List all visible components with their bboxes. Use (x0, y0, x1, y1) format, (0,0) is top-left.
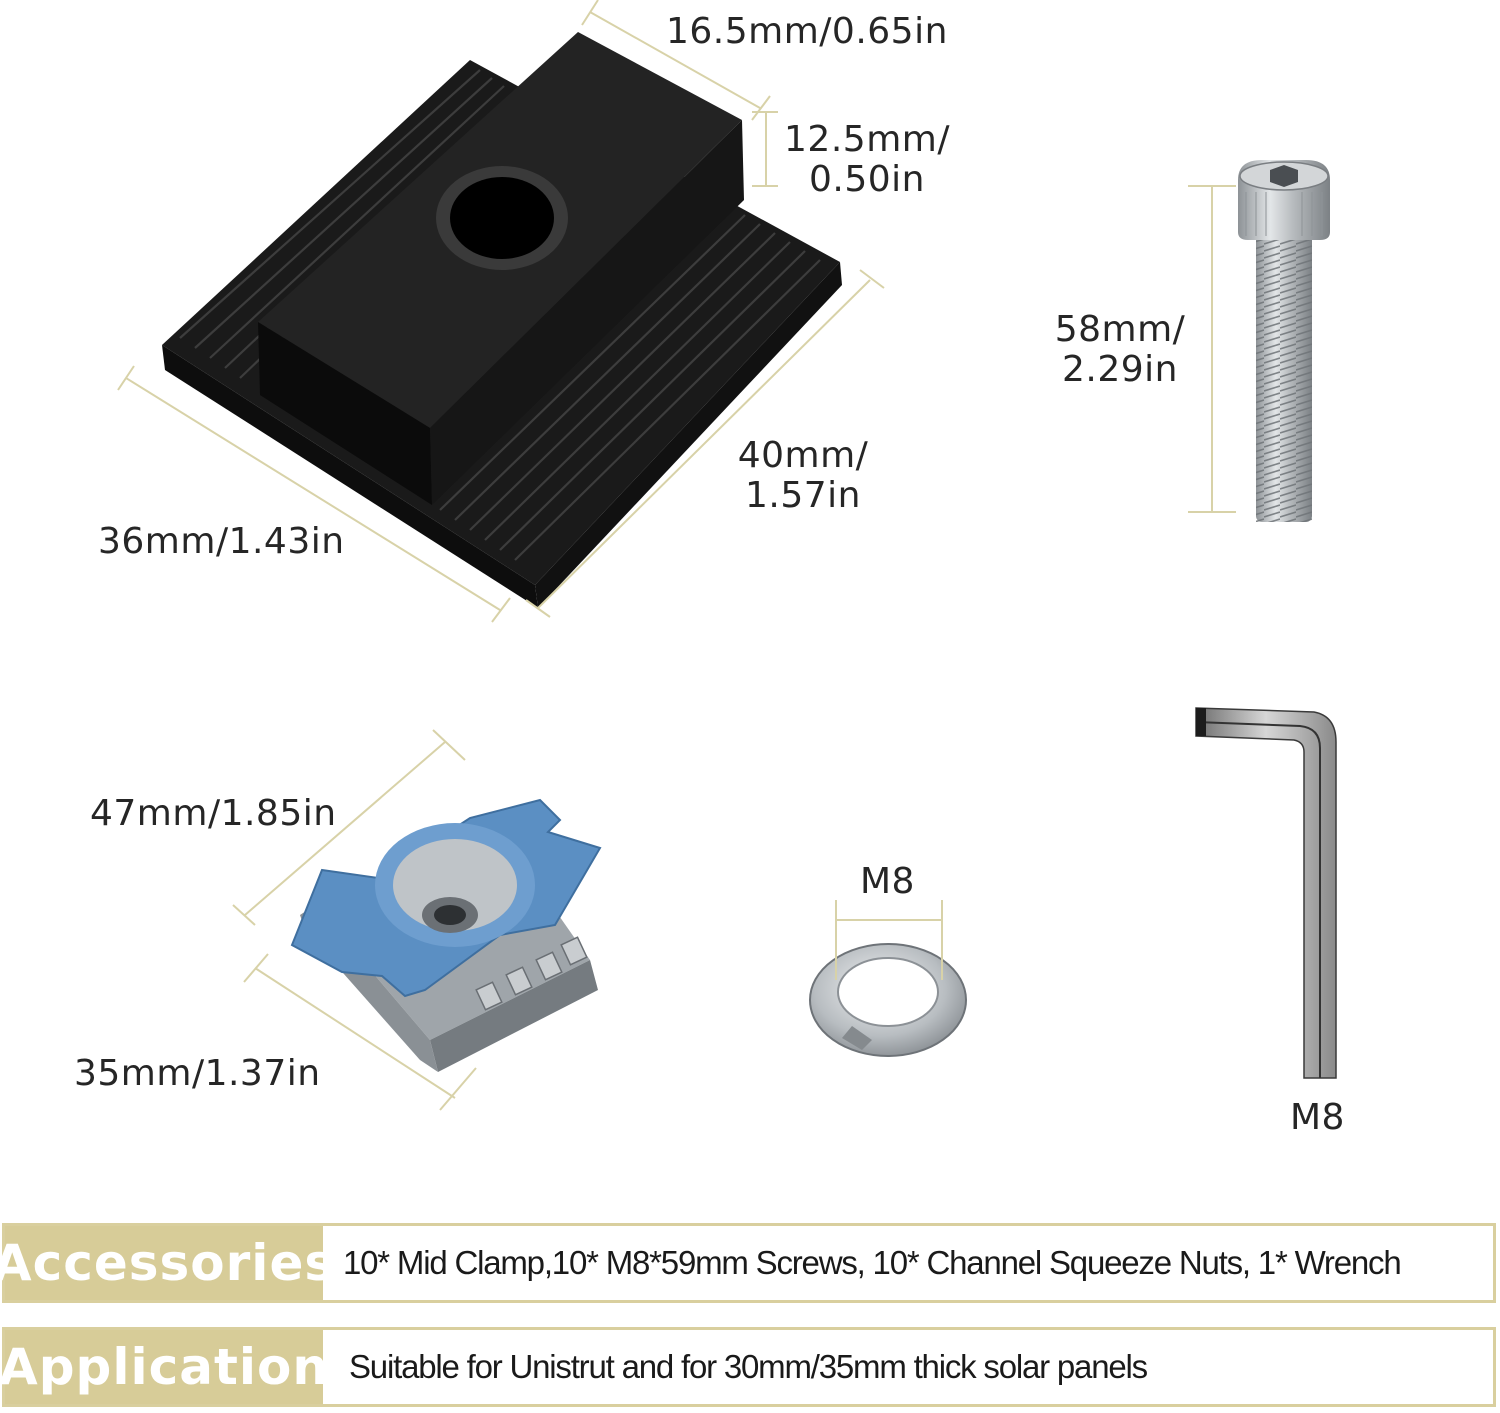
spring-washer-illustration (809, 943, 967, 1057)
washer-size-label: M8 (860, 861, 915, 902)
clamp-height-label: 12.5mm/ 0.50in (782, 120, 952, 200)
wrench-size-label: M8 (1290, 1097, 1345, 1138)
accessories-text: 10* Mid Clamp,10* M8*59mm Screws, 10* Ch… (343, 1244, 1402, 1281)
screw-length-line1: 58mm/ (1054, 309, 1186, 350)
screw-illustration (1238, 160, 1330, 522)
screw-length-label: 58mm/ 2.29in (1050, 310, 1190, 390)
application-row: Application Suitable for Unistrut and fo… (0, 1327, 1496, 1407)
clamp-length-line1: 40mm/ (737, 435, 869, 476)
screw-dimension-line (1188, 185, 1236, 513)
nut-dimension-lines (232, 729, 477, 1111)
mid-clamp-illustration (162, 32, 842, 608)
clamp-depth-label: 36mm/1.43in (98, 521, 345, 562)
clamp-height-line1: 12.5mm/ (784, 119, 950, 160)
channel-nut-illustration (290, 798, 602, 1072)
application-label: Application (0, 1330, 328, 1404)
clamp-length-line2: 1.57in (745, 475, 861, 516)
accessories-row: Accessories 10* Mid Clamp,10* M8*59mm Sc… (0, 1223, 1496, 1303)
clamp-height-line2: 0.50in (809, 159, 925, 200)
screw-length-line2: 2.29in (1062, 349, 1178, 390)
nut-length-label: 47mm/1.85in (90, 793, 337, 834)
product-illustrations (117, 0, 1337, 1111)
washer-dimension-lines (835, 900, 943, 980)
hex-wrench-illustration (1195, 707, 1337, 1079)
nut-width-label: 35mm/1.37in (74, 1053, 321, 1094)
clamp-length-label: 40mm/ 1.57in (728, 436, 878, 516)
clamp-width-label: 16.5mm/0.65in (666, 11, 948, 52)
clamp-dimension-lines (117, 0, 885, 623)
application-text: Suitable for Unistrut and for 30mm/35mm … (349, 1348, 1148, 1385)
accessories-label: Accessories (0, 1226, 334, 1300)
